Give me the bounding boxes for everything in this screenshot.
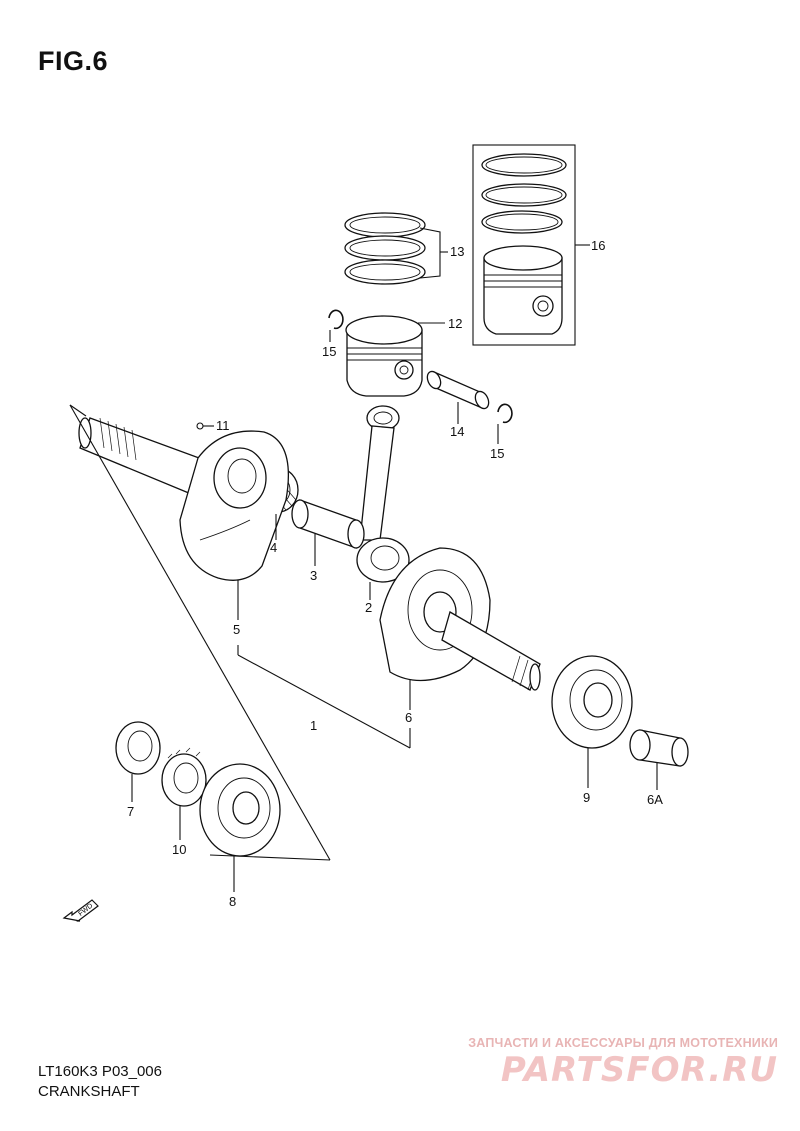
main-bearing-right [551, 655, 633, 749]
watermark-logo: PARTSFOR.RU [500, 1050, 778, 1090]
callout-3: 3 [310, 568, 317, 583]
callout-1: 1 [310, 718, 317, 733]
callout-11: 11 [216, 418, 230, 433]
callout-6: 6 [405, 710, 412, 725]
callout-10: 10 [172, 842, 186, 857]
callout-4: 4 [270, 540, 277, 555]
piston-pin-circlip-left [328, 309, 344, 330]
piston-set-rings [481, 153, 567, 234]
watermark-caption: ЗАПЧАСТИ И АКСЕССУАРЫ ДЛЯ МОТОТЕХНИКИ [468, 1036, 778, 1050]
crankshaft-left [78, 417, 289, 581]
callout-14: 14 [450, 424, 464, 439]
spacer-6a [629, 729, 689, 767]
callout-12: 12 [448, 316, 462, 331]
main-bearing-left [199, 763, 281, 857]
piston [345, 315, 423, 397]
callout-7: 7 [127, 804, 134, 819]
callout-15-left: 15 [322, 344, 336, 359]
crank-pin [291, 499, 365, 549]
timing-sprocket [161, 747, 207, 807]
forward-arrow-icon: FWD [62, 899, 99, 922]
connecting-rod [356, 405, 410, 583]
callout-8: 8 [229, 894, 236, 909]
section-name: CRANKSHAFT [38, 1083, 140, 1100]
piston-pin [426, 370, 490, 410]
callout-9: 9 [583, 790, 590, 805]
piston-set-piston [483, 245, 563, 335]
crankshaft-right [379, 547, 541, 691]
leader-lines [69, 227, 658, 892]
callout-6a: 6A [647, 792, 663, 807]
callout-2: 2 [365, 600, 372, 615]
model-code: LT160K3 P03_006 [38, 1063, 162, 1080]
piston-ring-set [344, 212, 426, 285]
callout-labels: 1 2 3 4 5 6 6A 7 8 9 10 11 12 13 14 15 1… [127, 238, 663, 909]
callout-5: 5 [233, 622, 240, 637]
callout-13: 13 [450, 244, 464, 259]
small-bearing [115, 721, 161, 775]
piston-pin-circlip-right [497, 403, 513, 424]
callout-16: 16 [591, 238, 605, 253]
figure-title: FIG.6 [38, 46, 109, 76]
piston-set-assembly [472, 144, 576, 346]
callout-15-right: 15 [490, 446, 504, 461]
